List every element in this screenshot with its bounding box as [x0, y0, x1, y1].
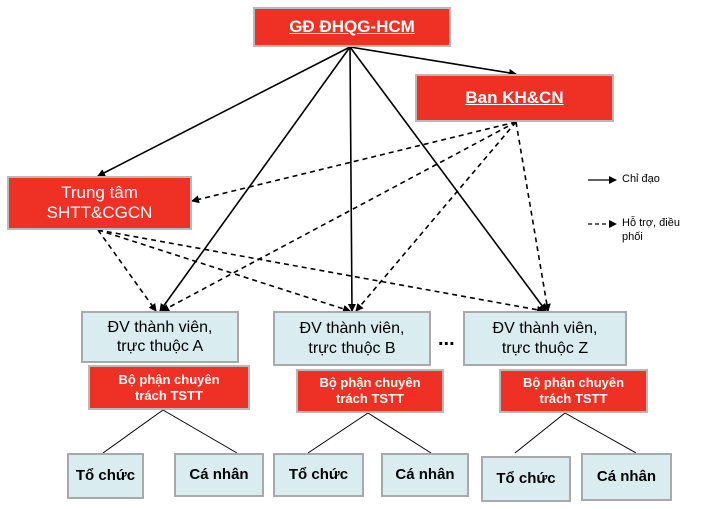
- node-dv-a: ĐV thành viên, trực thuộc A: [81, 311, 239, 363]
- line-gd-dvb: [347, 46, 356, 312]
- legend-dashed-line2: phối: [622, 231, 643, 244]
- line-gd-trungtam: [97, 46, 351, 177]
- node-trungtam: Trung tâm SHTT&CGCN: [7, 176, 192, 230]
- dash-trungtam-dvb: [97, 229, 351, 313]
- node-bophan-a-line1: Bộ phận chuyên: [118, 371, 220, 387]
- node-bophan-a: Bộ phận chuyên trách TSTT: [88, 365, 250, 410]
- node-ban-khcn: Ban KH&CN: [415, 74, 614, 122]
- line-bpa-tochuc: [102, 409, 164, 454]
- node-canhan-b: Cá nhân: [381, 453, 469, 497]
- node-trungtam-line2: SHTT&CGCN: [46, 203, 153, 222]
- node-ban-label: Ban KH&CN: [465, 87, 564, 107]
- node-bophan-a-line2: trách TSTT: [135, 387, 203, 403]
- node-tochuc-z: Tổ chức: [481, 456, 571, 502]
- node-canhan-z-label: Cá nhân: [596, 468, 657, 485]
- node-bophan-b-line1: Bộ phận chuyên: [319, 375, 421, 391]
- node-bophan-b-line2: trách TSTT: [336, 391, 404, 406]
- line-gd-dva: [159, 46, 351, 312]
- line-gd-ban: [349, 46, 517, 77]
- dash-ban-dvb: [355, 121, 517, 312]
- line-bpb-tochuc: [307, 412, 369, 454]
- dash-ban-trungtam: [191, 121, 517, 204]
- legend-solid-label: Chỉ đạo: [622, 173, 660, 185]
- node-canhan-b-label: Cá nhân: [395, 466, 455, 483]
- dash-trungtam-dva: [97, 229, 157, 312]
- line-bpa-canhan: [162, 409, 238, 454]
- node-dv-z: ĐV thành viên, trực thuộc Z: [463, 311, 627, 366]
- node-tochuc-z-label: Tổ chức: [496, 470, 556, 487]
- node-gd-label: GĐ ĐHQG-HCM: [289, 16, 415, 36]
- node-dv-b-line2: trực thuộc B: [308, 339, 396, 357]
- node-dv-a-line2: trực thuộc A: [116, 338, 204, 355]
- legend-dashed-line1: Hỗ trợ, điều: [622, 217, 680, 229]
- dash-ban-dvz: [515, 121, 551, 312]
- node-dv-b-line1: ĐV thành viên,: [299, 320, 405, 338]
- dash-trungtam-dvz: [97, 229, 545, 314]
- node-tochuc-a: Tổ chức: [67, 453, 144, 499]
- line-gd-dvz: [349, 46, 547, 312]
- node-canhan-z: Cá nhân: [581, 453, 672, 501]
- line-bpz-tochuc: [514, 412, 566, 454]
- node-tochuc-a-label: Tổ chức: [75, 467, 136, 484]
- node-bophan-z-line2: trách TSTT: [539, 391, 608, 406]
- node-dv-z-line1: ĐV thành viên,: [492, 320, 598, 338]
- node-trungtam-line1: Trung tâm: [61, 182, 138, 202]
- line-bpb-canhan: [367, 412, 432, 454]
- node-gd-dhqg: GĐ ĐHQG-HCM: [253, 7, 451, 47]
- line-bpz-canhan: [564, 412, 637, 454]
- node-tochuc-b: Tổ chức: [273, 453, 364, 497]
- node-bophan-z-line1: Bộ phận chuyên: [522, 375, 625, 391]
- node-bophan-b: Bộ phận chuyên trách TSTT: [296, 369, 444, 413]
- node-bophan-z: Bộ phận chuyên trách TSTT: [499, 369, 648, 413]
- node-tochuc-b-label: Tổ chức: [288, 466, 349, 483]
- node-dv-a-line1: ĐV thành viên,: [107, 318, 213, 336]
- node-dv-b: ĐV thành viên, trực thuộc B: [273, 311, 431, 366]
- legend-dashed-label: Hỗ trợ, điều phối: [622, 216, 680, 245]
- node-canhan-a: Cá nhân: [174, 453, 264, 497]
- node-canhan-a-label: Cá nhân: [189, 466, 249, 483]
- dash-ban-dva: [161, 121, 517, 312]
- ellipsis: ...: [438, 328, 455, 350]
- node-dv-z-line2: trực thuộc Z: [501, 339, 589, 357]
